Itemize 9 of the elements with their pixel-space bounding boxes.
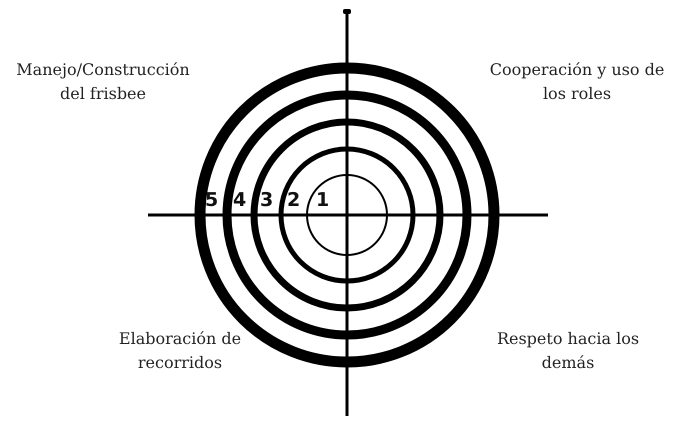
category-label: Elaboración de recorridos — [118, 328, 242, 374]
ring-number: 2 — [287, 190, 300, 210]
ring-number: 4 — [233, 190, 246, 210]
category-label: Respeto hacia los demás — [496, 328, 640, 374]
category-label: Cooperación y uso de los roles — [488, 59, 666, 105]
ring-number: 1 — [316, 190, 330, 210]
category-label: Manejo/Construcción del frisbee — [15, 59, 191, 105]
ring-number: 3 — [260, 190, 274, 210]
ring-number: 5 — [205, 190, 218, 210]
